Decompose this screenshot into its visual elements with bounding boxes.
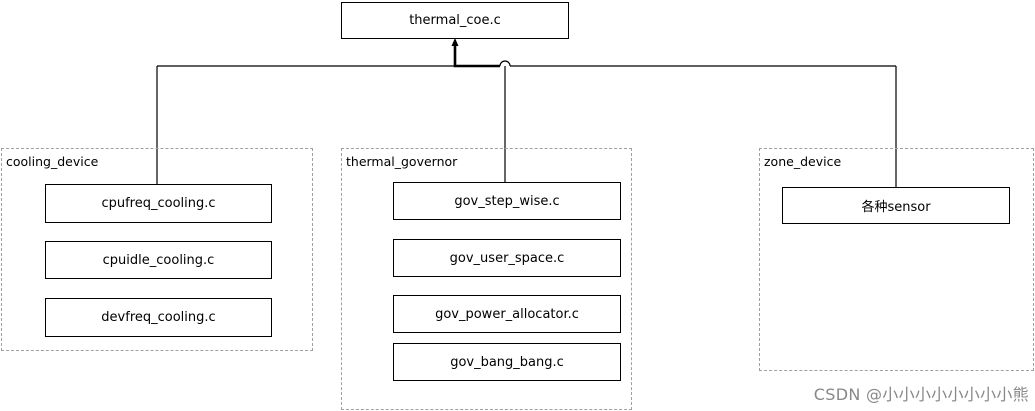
node-label: cpuidle_cooling.c: [102, 252, 215, 268]
node-label: gov_power_allocator.c: [435, 306, 579, 322]
node-cpuidle-cooling: cpuidle_cooling.c: [45, 241, 272, 279]
node-gov-bang-bang: gov_bang_bang.c: [393, 343, 621, 381]
group-cooling-device-label: cooling_device: [6, 154, 99, 169]
root-node-label: thermal_coe.c: [409, 13, 501, 28]
node-label: gov_step_wise.c: [454, 193, 560, 209]
bus-line-jump: [499, 60, 511, 67]
node-label: gov_user_space.c: [449, 250, 565, 266]
node-gov-user-space: gov_user_space.c: [393, 239, 621, 277]
group-cooling-device: cooling_device: [1, 148, 313, 351]
node-cpufreq-cooling: cpufreq_cooling.c: [45, 184, 272, 223]
node-gov-power-allocator: gov_power_allocator.c: [393, 295, 621, 333]
node-sensor: 各种sensor: [782, 187, 1010, 224]
group-zone-device: zone_device: [759, 148, 1034, 371]
node-label: gov_bang_bang.c: [450, 354, 564, 370]
root-arrowhead: [451, 38, 459, 46]
node-label: devfreq_cooling.c: [101, 310, 216, 325]
group-thermal-governor: thermal_governor: [341, 148, 632, 410]
node-label: cpufreq_cooling.c: [101, 196, 216, 211]
node-gov-step-wise: gov_step_wise.c: [393, 182, 621, 220]
root-node: thermal_coe.c: [341, 2, 569, 39]
group-zone-device-label: zone_device: [764, 154, 842, 169]
node-label: 各种sensor: [861, 200, 931, 215]
node-devfreq-cooling: devfreq_cooling.c: [45, 298, 272, 337]
root-connector: [453, 44, 500, 68]
watermark: CSDN @小小小小小小小小熊: [813, 385, 1029, 404]
group-thermal-governor-label: thermal_governor: [346, 154, 458, 169]
